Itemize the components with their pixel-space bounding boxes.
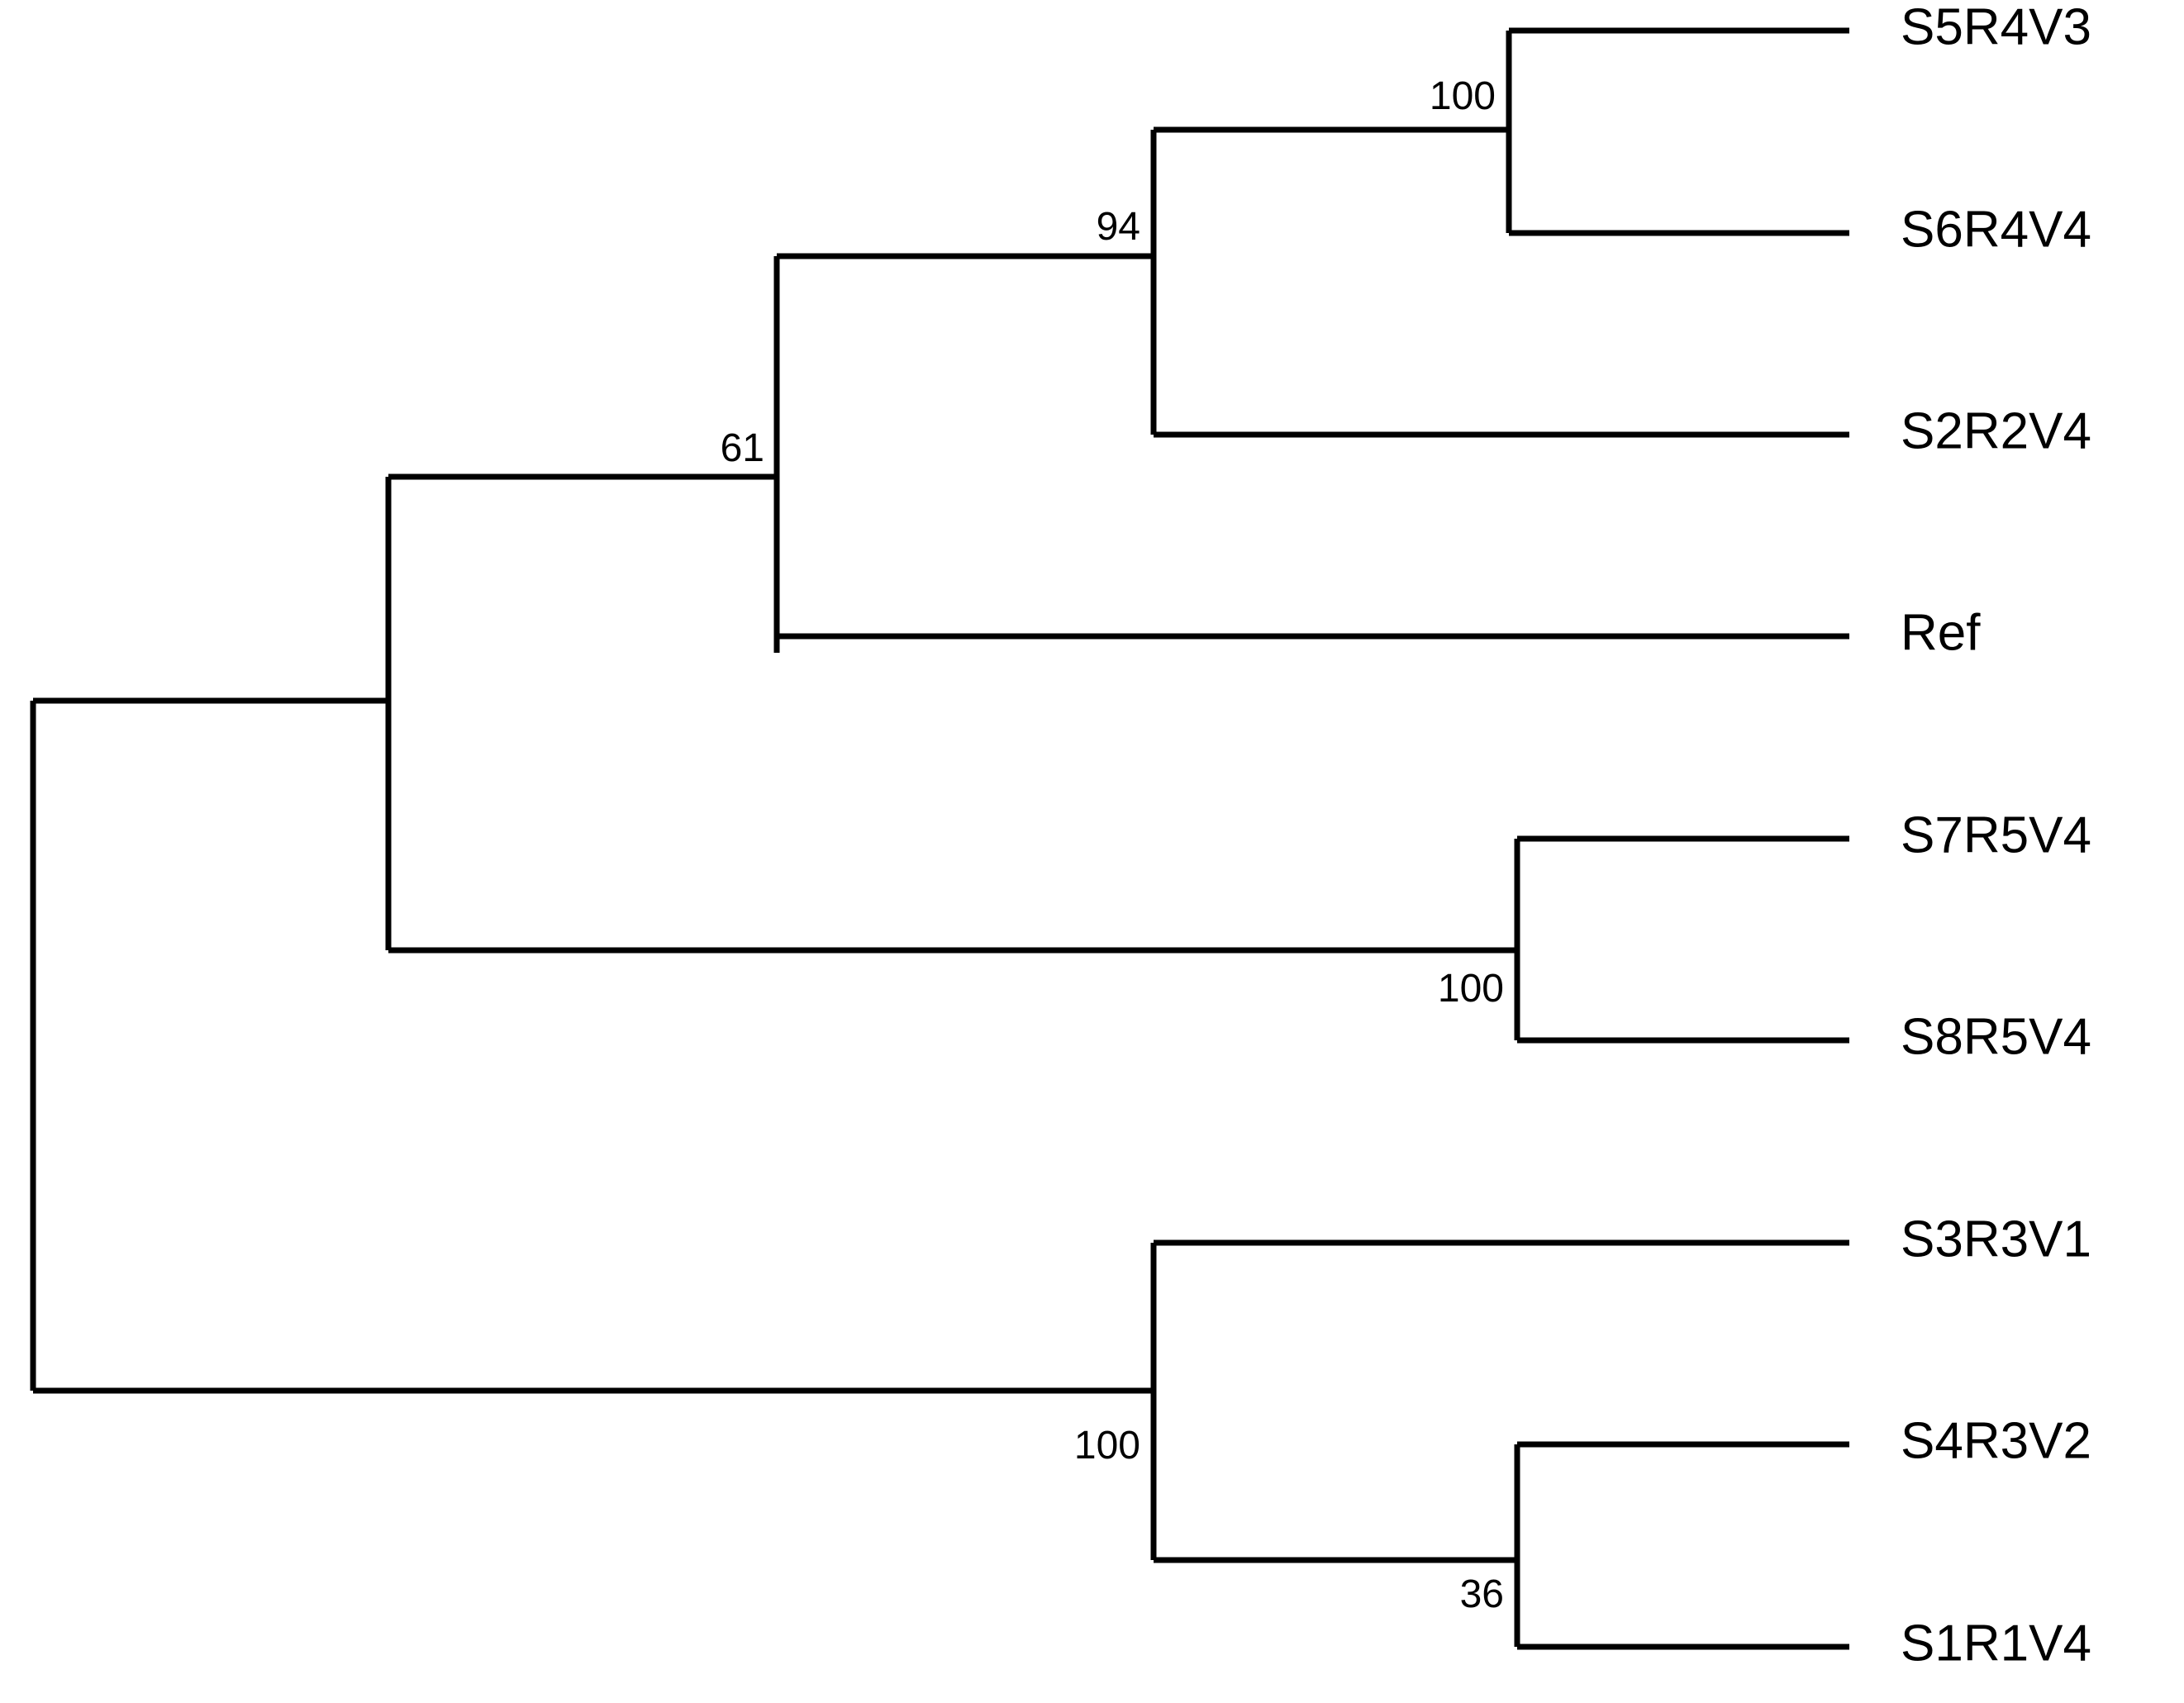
tip-label-s5r4v3: S5R4V3: [1901, 0, 2091, 55]
support-value-node-94: 94: [1097, 205, 1140, 249]
support-value-node-61: 61: [721, 426, 764, 470]
tip-label-s8r5v4: S8R5V4: [1901, 1008, 2091, 1065]
tip-label-s7r5v4: S7R5V4: [1901, 806, 2091, 863]
support-value-node-36: 36: [1460, 1572, 1504, 1616]
tip-label-s3r3v1: S3R3V1: [1901, 1211, 2091, 1268]
tip-label-ref: Ref: [1901, 604, 1981, 661]
support-value-node-100-mid: 100: [1438, 967, 1504, 1011]
tip-label-s2r2v4: S2R2V4: [1901, 402, 2091, 459]
tip-label-s1r1v4: S1R1V4: [1901, 1615, 2091, 1672]
tip-label-s4r3v2: S4R3V2: [1901, 1412, 2091, 1469]
support-value-node-100-bottom: 100: [1074, 1424, 1140, 1468]
tip-label-s6r4v4: S6R4V4: [1901, 201, 2091, 258]
support-value-node-100-top: 100: [1430, 74, 1496, 118]
